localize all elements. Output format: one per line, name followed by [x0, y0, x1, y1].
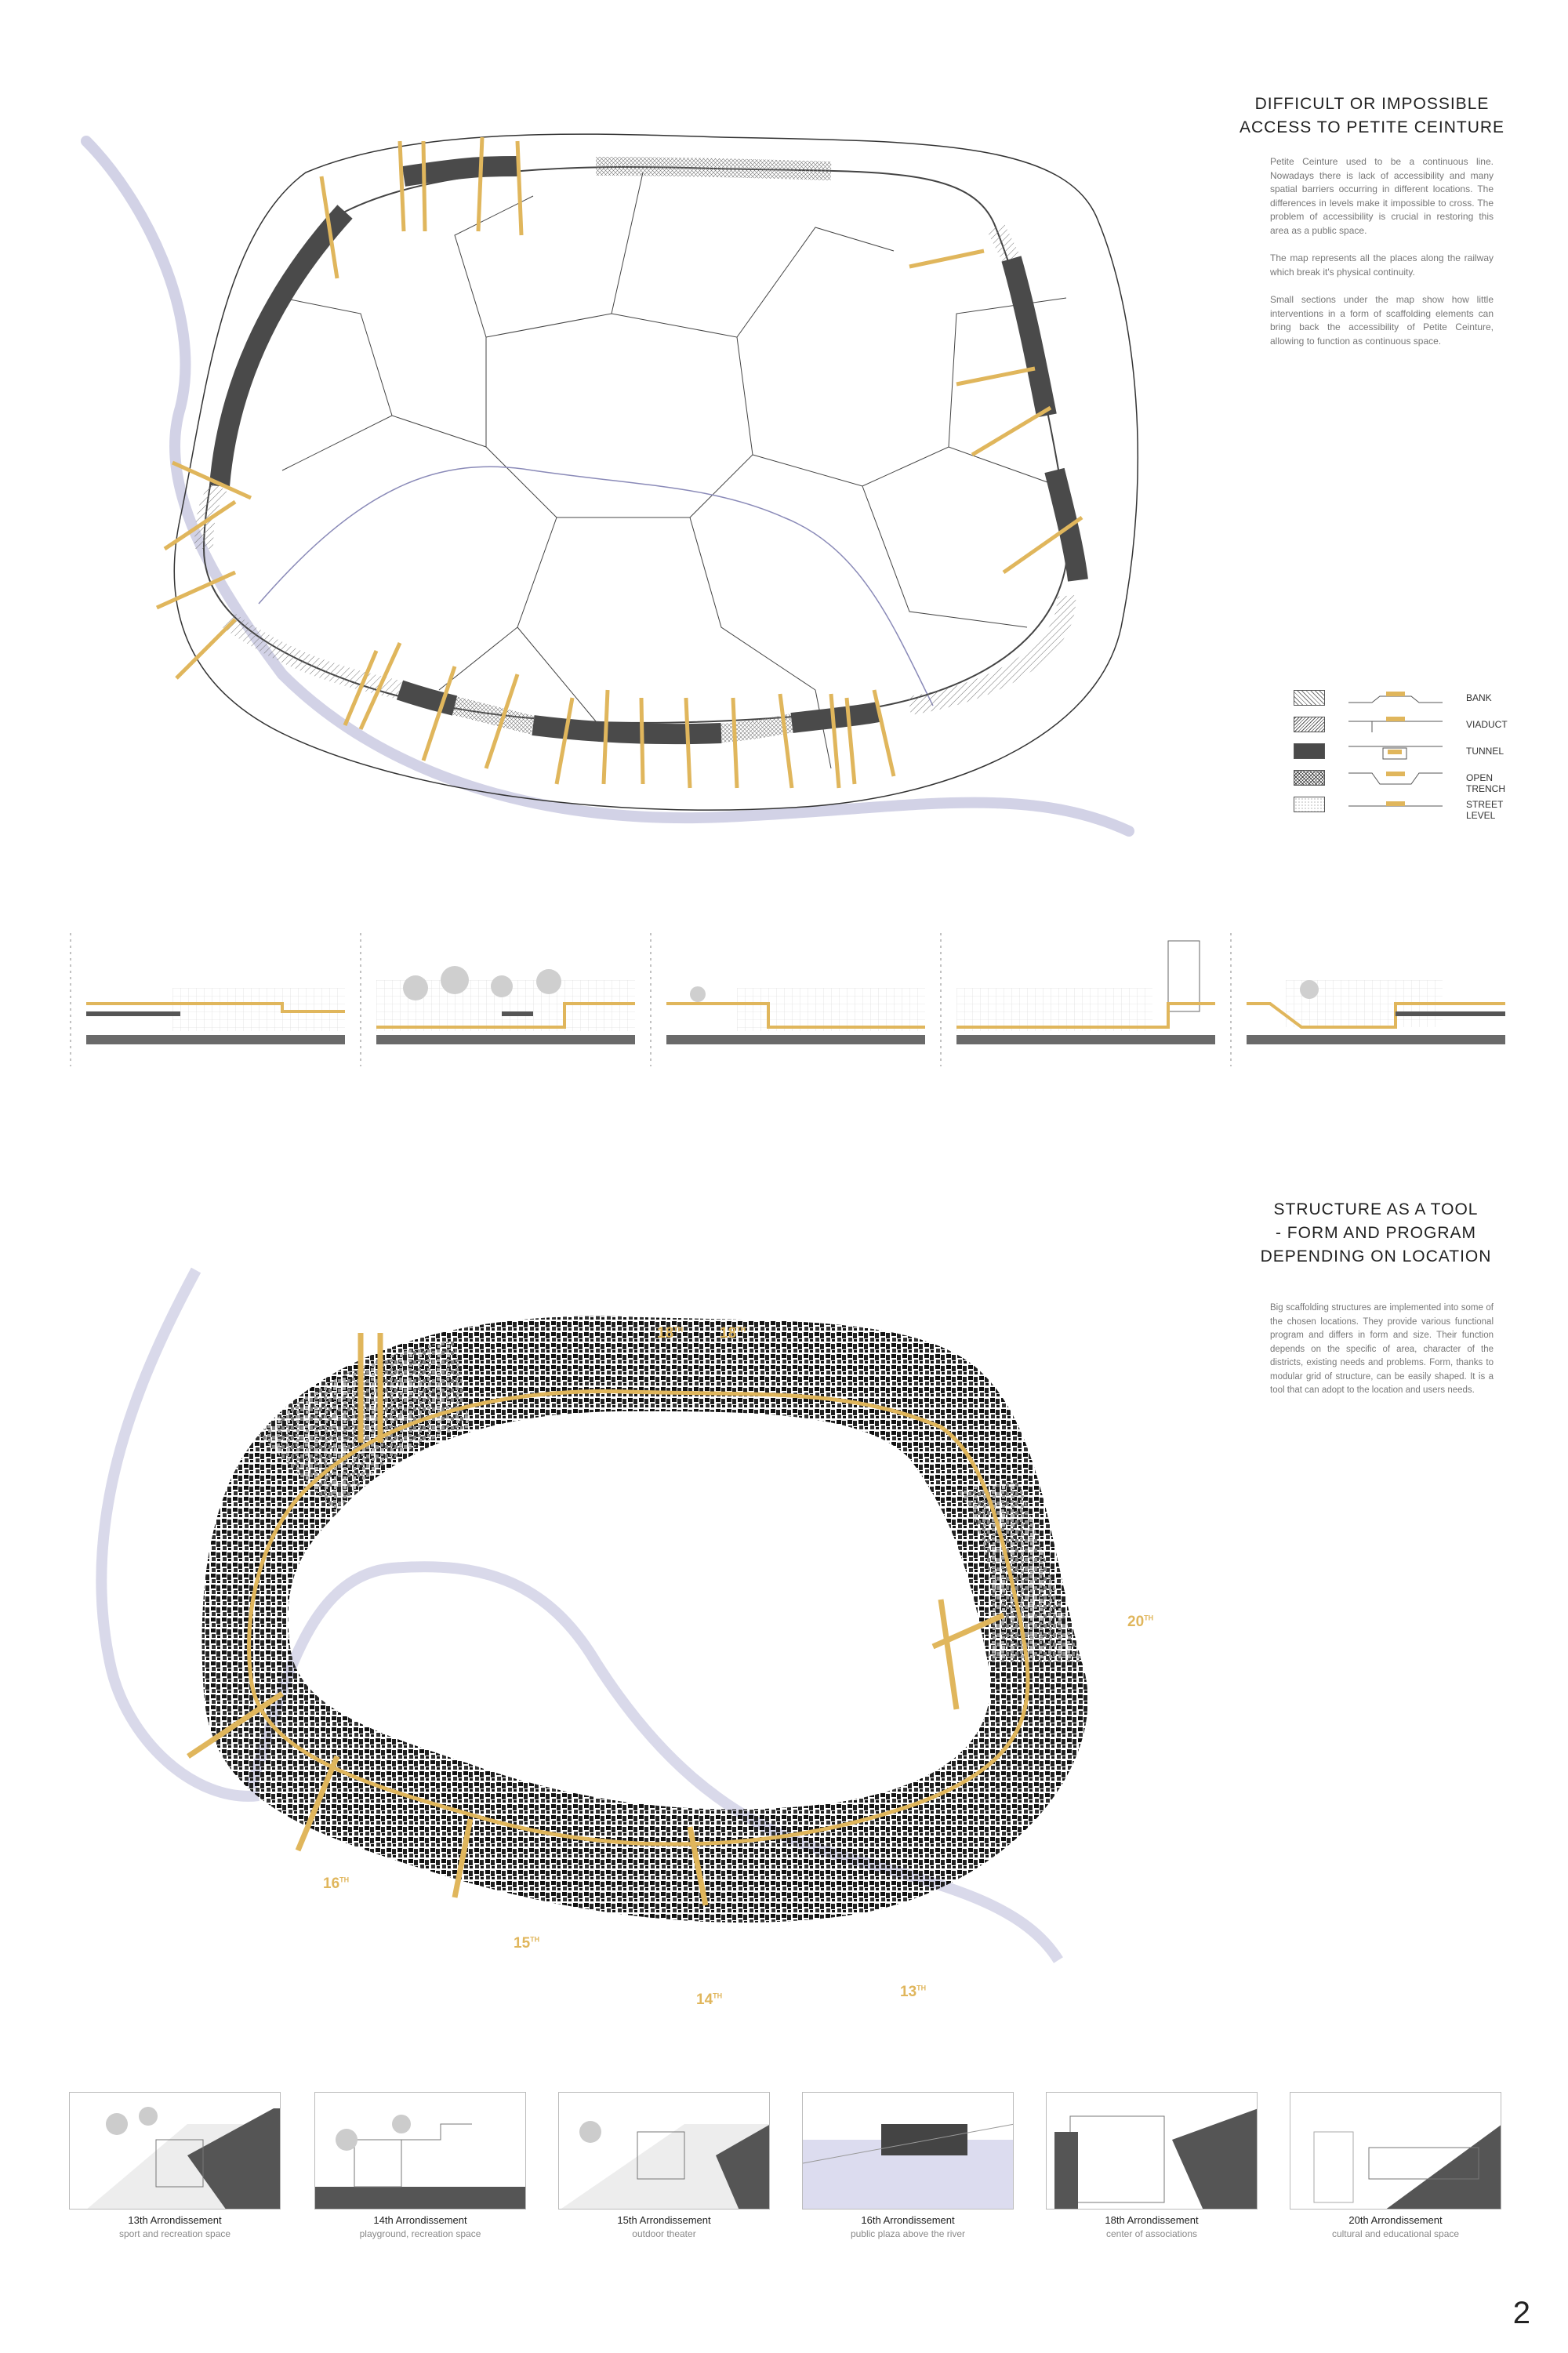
access-sections [70, 933, 1505, 1066]
arr-label-13: 13TH [900, 1984, 927, 2000]
arr-label-18-a: 18TH [657, 1325, 684, 1342]
card-subtitle-14th: playground, recreation space [359, 2228, 481, 2239]
page-number: 2 [1512, 2296, 1530, 2330]
arr-label-18-b: 18TH [720, 1325, 746, 1342]
structure-description: Big scaffolding structures are implement… [1270, 1302, 1494, 1412]
arr-label-14: 14TH [696, 1992, 723, 2008]
access-heading-line2: ACCESS TO PETITE CEINTURE [1239, 118, 1505, 136]
arr-label-15: 15TH [514, 1935, 540, 1952]
arr-label-16: 16TH [323, 1876, 350, 1892]
access-heading: DIFFICULT OR IMPOSSIBLE ACCESS TO PETITE… [1235, 93, 1509, 140]
card-16th [802, 2092, 1014, 2210]
access-para-2: The map represents all the places along … [1270, 252, 1494, 278]
card-15th [558, 2092, 770, 2210]
card-title-18th: 18th Arrondissement [1105, 2214, 1199, 2226]
access-heading-line1: DIFFICULT OR IMPOSSIBLE [1254, 95, 1490, 113]
access-description: Petite Ceinture used to be a continuous … [1270, 155, 1494, 362]
card-title-20th: 20th Arrondissement [1348, 2214, 1443, 2226]
arr-label-20: 20TH [1127, 1614, 1154, 1630]
access-para-1: Petite Ceinture used to be a continuous … [1270, 156, 1494, 236]
legend-label: VIADUCT [1466, 719, 1508, 730]
legend-label: TUNNEL [1466, 746, 1504, 757]
structure-heading-line2: - FORM AND PROGRAM [1275, 1224, 1476, 1242]
urban-fabric-map [96, 1267, 1088, 1963]
access-para-3: Small sections under the map show how li… [1270, 294, 1494, 347]
card-subtitle-15th: outdoor theater [632, 2228, 696, 2239]
structure-heading-line3: DEPENDING ON LOCATION [1260, 1247, 1492, 1265]
card-subtitle-13th: sport and recreation space [118, 2228, 231, 2239]
legend-label: BANK [1466, 692, 1492, 703]
legend: BANK VIADUCT TUNNEL OPEN TRENCH STREET L… [1294, 690, 1529, 831]
card-title-13th: 13th Arrondissement [128, 2214, 222, 2226]
card-18th [1046, 2092, 1258, 2210]
card-subtitle-18th: center of associations [1105, 2228, 1198, 2239]
card-13th [69, 2092, 281, 2210]
access-map [81, 133, 1139, 837]
structure-heading: STRUCTURE AS A TOOL - FORM AND PROGRAM D… [1247, 1198, 1505, 1269]
card-14th [314, 2092, 526, 2210]
structure-heading-line1: STRUCTURE AS A TOOL [1273, 1200, 1479, 1218]
card-subtitle-20th: cultural and educational space [1331, 2228, 1460, 2239]
card-title-16th: 16th Arrondissement [861, 2214, 955, 2226]
card-subtitle-16th: public plaza above the river [850, 2228, 966, 2239]
card-title-14th: 14th Arrondissement [373, 2214, 467, 2226]
legend-label: OPEN TRENCH [1466, 772, 1505, 794]
card-20th [1290, 2092, 1501, 2210]
card-title-15th: 15th Arrondissement [617, 2214, 711, 2226]
structure-para: Big scaffolding structures are implement… [1270, 1303, 1494, 1395]
legend-label: STREET LEVEL [1466, 799, 1504, 821]
